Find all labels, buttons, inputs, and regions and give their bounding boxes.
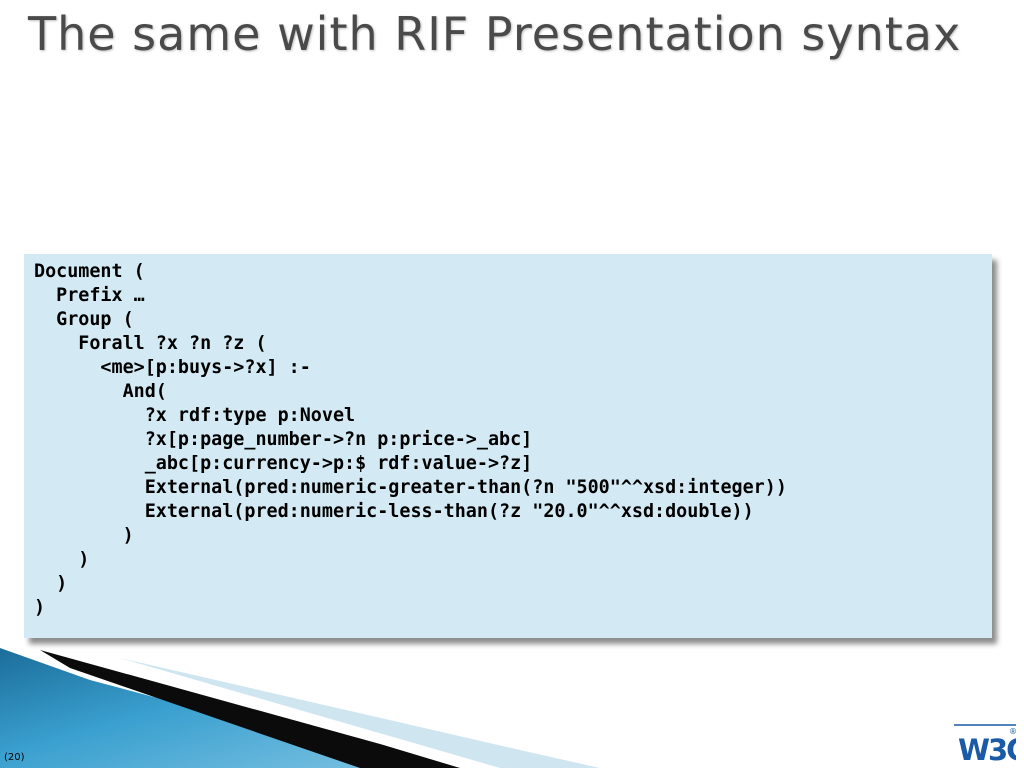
code-line: Document ( [34,261,145,282]
code-line: External(pred:numeric-greater-than(?n "5… [34,477,787,498]
slide-title: The same with RIF Presentation syntax [28,7,962,61]
code-line: ?x[p:page_number->?n p:price->_abc] [34,429,533,450]
code-line: ?x rdf:type p:Novel [34,405,356,426]
code-line: Group ( [34,309,134,330]
code-line: _abc[p:currency->p:$ rdf:value->?z] [34,453,533,474]
w3c-logo-text: W3C [958,733,1016,767]
black-stripe [40,650,460,768]
w3c-logo: W3C ® [954,724,1024,768]
corner-swoosh-decoration [0,648,600,768]
code-block: Document ( Prefix … Group ( Forall ?x ?n… [24,254,992,638]
code-line: And( [34,381,167,402]
code-line: Prefix … [34,285,145,306]
code-line: ) [34,549,90,570]
registered-mark: ® [1009,727,1016,736]
code-line: ) [34,525,134,546]
code-line: <me>[p:buys->?x] :- [34,357,311,378]
blue-wedge [0,648,420,768]
page-number: (20) [4,752,25,763]
code-line: ) [34,573,68,594]
code-line: ) [34,597,46,618]
code-line: Forall ?x ?n ?z ( [34,333,267,354]
code-line: External(pred:numeric-less-than(?z "20.0… [34,501,754,522]
